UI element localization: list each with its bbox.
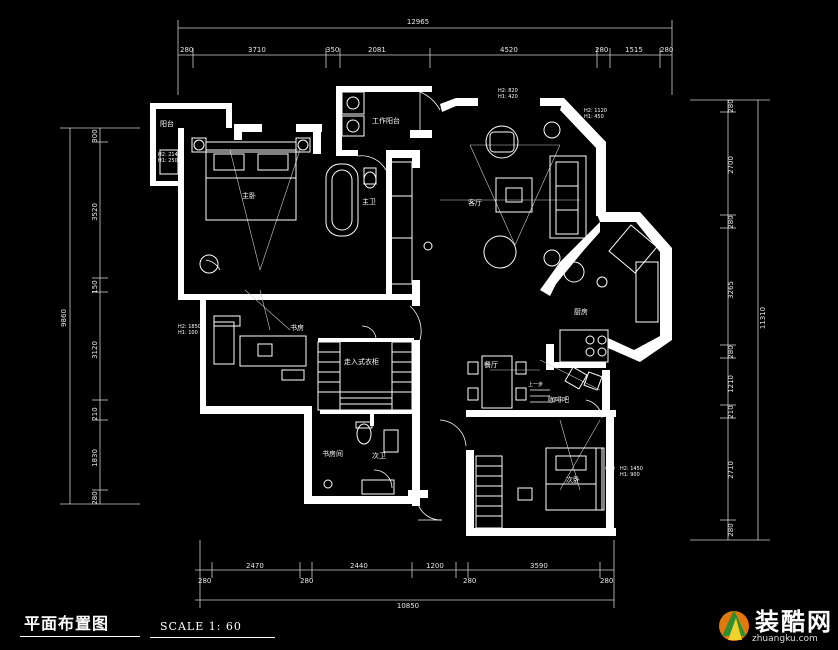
note-c-2: H1: 450 (584, 114, 604, 120)
dim-right-8: 2710 (727, 461, 735, 479)
room-living: 客厅 (468, 198, 482, 207)
room-master-bedroom: 主卧 (242, 191, 256, 200)
dim-left-6: 1830 (91, 449, 99, 467)
note-c-1: H2: 1120 (584, 108, 607, 114)
room-balcony: 阳台 (160, 119, 174, 128)
dim-left-1: 300 (91, 129, 99, 142)
dining-table (481, 355, 513, 409)
watermark-logo (719, 610, 749, 641)
stair-step (530, 389, 550, 403)
room-walk-in-closet: 走入式衣柜 (344, 357, 379, 366)
room-guest-bath: 次卫 (372, 451, 386, 460)
note-a-2: H1: 250 (158, 158, 178, 164)
round-rug (483, 235, 517, 269)
dim-top-7: 1515 (625, 46, 643, 54)
dim-bottom-total: 10850 (397, 602, 419, 610)
second-bed (545, 447, 603, 511)
dim-bottom-3: 280 (300, 577, 313, 585)
dim-bottom-6: 280 (463, 577, 476, 585)
door-swings (205, 91, 603, 521)
coffee-table (495, 177, 533, 213)
dim-top-3: 350 (326, 46, 339, 54)
dim-left-7: 280 (91, 491, 99, 504)
dim-bottom-8: 280 (600, 577, 613, 585)
dim-top-1: 280 (180, 46, 193, 54)
dim-right-4: 3265 (727, 281, 735, 299)
bathtub (325, 163, 359, 237)
watermark-url: zhuangku.com (752, 634, 818, 644)
dim-right-3: 280 (727, 215, 735, 228)
dim-bottom-4: 2440 (350, 562, 368, 570)
scale-underline (150, 637, 275, 638)
watermark-name: 装酷网 (755, 608, 833, 636)
room-kitchen: 厨房 (574, 307, 588, 316)
dim-top-2: 3710 (248, 46, 266, 54)
room-study-room: 书房间 (322, 449, 343, 458)
dim-top-4: 2081 (368, 46, 386, 54)
dim-left-2: 3520 (91, 203, 99, 221)
title-underline (20, 636, 140, 637)
logo-mark-icon (719, 610, 749, 641)
furniture (159, 121, 658, 511)
room-second-bedroom: 次卧 (566, 475, 580, 484)
dim-left-3: 150 (91, 280, 99, 293)
room-dining: 餐厅 (484, 360, 498, 369)
dim-right-1: 280 (727, 99, 735, 112)
dim-right-7: 210 (727, 405, 735, 418)
room-work-balcony: 工作阳台 (372, 116, 400, 125)
note-b-1: H2: 1850 (178, 324, 201, 330)
dim-bottom-7: 3590 (530, 562, 548, 570)
drawing-title: 平面布置图 (24, 614, 110, 633)
dim-right-2: 2700 (727, 156, 735, 174)
walls (150, 86, 672, 536)
dim-top-5: 4520 (500, 46, 518, 54)
dim-top-total: 12965 (407, 18, 429, 26)
dim-right-9: 280 (727, 523, 735, 536)
master-bed (205, 149, 297, 221)
dim-left-5: 210 (91, 407, 99, 420)
armchair (485, 125, 519, 159)
dim-right-6: 1210 (727, 375, 735, 393)
sofa (549, 155, 587, 239)
room-bar: 咖啡吧 (548, 395, 569, 404)
dim-bottom-2: 2470 (246, 562, 264, 570)
ceiling-lines (229, 144, 601, 491)
dim-top-6: 280 (595, 46, 608, 54)
note-a-1: H2: 2140 (158, 152, 181, 158)
inner-lines (317, 91, 659, 529)
note-d-2: H1: 900 (620, 472, 640, 478)
note-e-2: H1: 420 (498, 94, 518, 100)
study-desk (239, 335, 307, 367)
note-e-1: H2: 820 (498, 88, 518, 94)
room-study: 书房 (290, 323, 304, 332)
dim-right-total: 11310 (759, 307, 767, 329)
note-d-1: H2: 1450 (620, 466, 643, 472)
room-step: 上一步 (528, 381, 543, 388)
dim-left-4: 3120 (91, 341, 99, 359)
dimension-lines (60, 20, 770, 608)
dim-bottom-5: 1200 (426, 562, 444, 570)
dim-left-total: 9860 (60, 309, 68, 327)
dim-top-8: 280 (660, 46, 673, 54)
room-master-bath: 主卫 (362, 197, 376, 206)
dim-bottom-1: 280 (198, 577, 211, 585)
dim-right-5: 280 (727, 345, 735, 358)
scale-label: SCALE 1: 60 (160, 620, 242, 633)
note-b-2: H1: 100 (178, 330, 198, 336)
